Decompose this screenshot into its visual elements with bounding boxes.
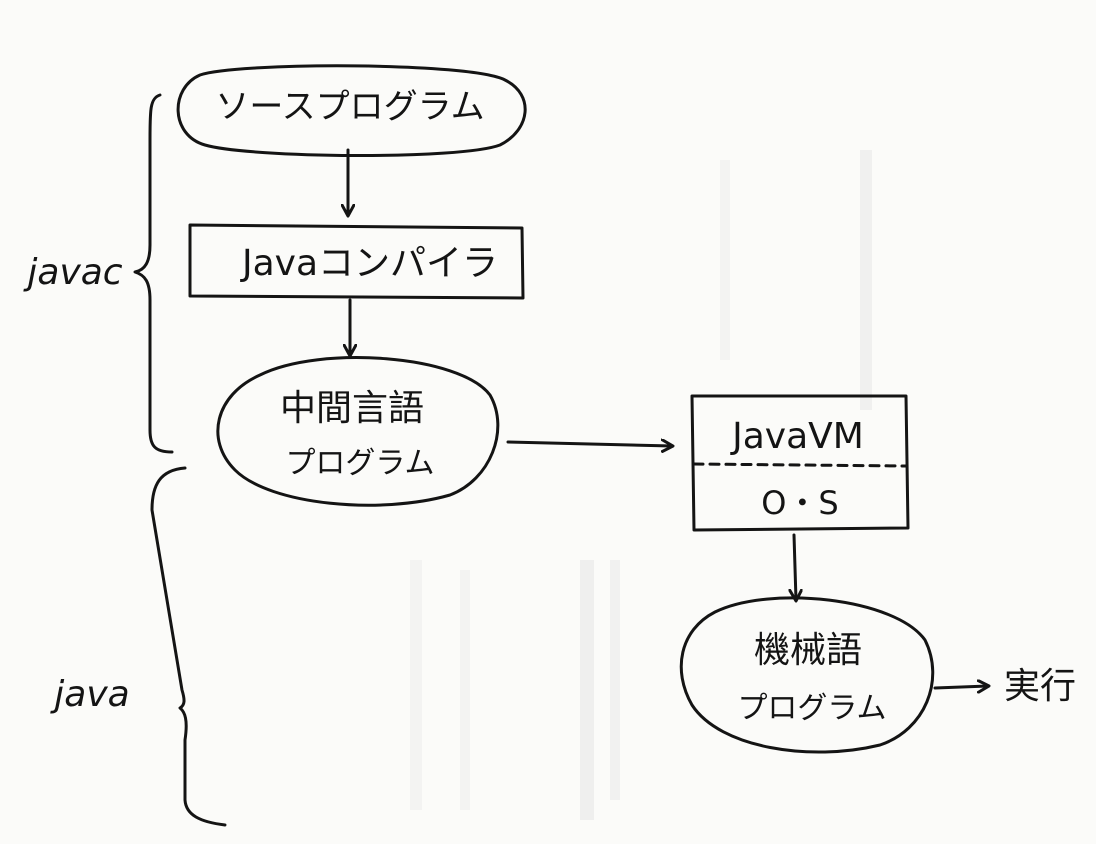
java-label: java <box>49 674 129 715</box>
arrow-machine-to-run <box>933 686 988 688</box>
source-program-node: ソースプログラム <box>176 64 527 157</box>
java-bracket: java <box>49 466 227 827</box>
java-compiler-node: Javaコンパイラ <box>188 223 525 300</box>
source-program-label: ソースプログラム <box>215 87 484 127</box>
jvm-os-divider <box>692 462 908 468</box>
jvm-label: JavaVM <box>730 416 864 457</box>
run-label: 実行 <box>1004 666 1076 707</box>
javac-bracket: javac <box>22 93 174 454</box>
machine-label-line1: 機械語 <box>754 630 862 671</box>
intermediate-program-node: 中間言語 プログラム <box>216 356 500 507</box>
os-label: O・S <box>761 484 839 522</box>
machine-program-node: 機械語 プログラム <box>679 596 935 754</box>
javac-label: javac <box>22 252 122 293</box>
java-compiler-label: Javaコンパイラ <box>240 243 498 284</box>
arrow-intermediate-to-jvm <box>506 442 672 446</box>
arrow-jvm-to-machine <box>794 533 796 600</box>
intermediate-label-line2: プログラム <box>285 446 434 481</box>
jvm-os-node: JavaVM O・S <box>690 394 910 532</box>
intermediate-label-line1: 中間言語 <box>280 388 424 429</box>
paper-bleed-texture <box>410 150 872 820</box>
machine-label-line2: プログラム <box>737 691 886 726</box>
